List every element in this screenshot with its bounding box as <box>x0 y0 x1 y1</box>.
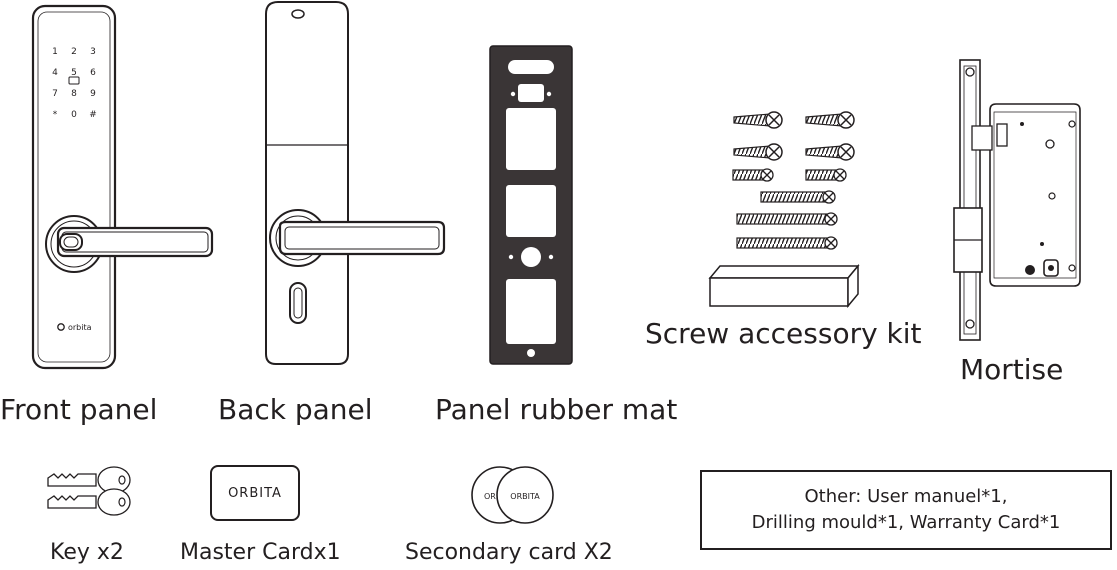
svg-text:orbita: orbita <box>68 323 92 332</box>
brand-logo: orbita <box>57 323 92 332</box>
short-screw-icon <box>733 111 783 129</box>
mortise-illustration <box>953 59 1081 341</box>
fingerprint-sensor-icon <box>59 233 83 251</box>
key-icon <box>47 488 131 516</box>
svg-text:OR: OR <box>484 492 496 501</box>
screw-kit-label: Screw accessory kit <box>645 317 922 350</box>
keys-illustration <box>47 466 131 516</box>
short-screw-icon <box>805 143 855 161</box>
keypad-key-7: 7 <box>52 89 58 99</box>
secondary-cards-illustration: OR ORBITA <box>471 466 554 524</box>
foam-block-icon <box>708 263 860 309</box>
long-bolt-icon <box>760 190 836 204</box>
mortise-label: Mortise <box>960 353 1064 386</box>
other-items-line-1: Other: User manuel*1, <box>804 485 1008 507</box>
short-screw-icon <box>733 143 783 161</box>
master-card-illustration: ORBITA <box>210 465 300 521</box>
keypad-key-6: 6 <box>90 68 96 78</box>
lever-handle <box>56 226 214 258</box>
rubber-mat-label: Panel rubber mat <box>435 393 678 426</box>
latch-bolt <box>971 123 1008 151</box>
front-panel-illustration: 1 2 3 4 5 6 7 8 9 * 0 # orbita <box>31 4 214 370</box>
secondary-card-label: Secondary card X2 <box>405 540 613 565</box>
front-panel-label: Front panel <box>0 393 158 426</box>
long-bolt-icon <box>736 212 838 226</box>
keypad-key-star: * <box>53 110 58 120</box>
master-card-label: Master Cardx1 <box>180 540 341 565</box>
long-bolt-icon <box>736 236 838 250</box>
short-screw-icon <box>805 111 855 129</box>
keypad-key-0: 0 <box>71 110 77 120</box>
cylinder-hole <box>1043 259 1059 277</box>
secondary-card-front: ORBITA <box>496 466 554 524</box>
card-reader-icon <box>68 76 80 85</box>
grub-screw-icon <box>732 168 774 182</box>
other-items-box: Other: User manuel*1, Drilling mould*1, … <box>700 470 1112 550</box>
rubber-mat-illustration <box>489 45 573 365</box>
dead-bolt <box>953 207 983 273</box>
back-lever-handle <box>278 220 446 256</box>
back-panel-label: Back panel <box>218 393 373 426</box>
key-label: Key x2 <box>50 540 124 565</box>
keypad-key-8: 8 <box>71 89 77 99</box>
keypad-key-9: 9 <box>90 89 96 99</box>
screw-kit-illustration <box>708 111 860 309</box>
keypad-key-hash: # <box>89 110 97 120</box>
keypad-key-5: 5 <box>71 68 77 78</box>
master-card-brand: ORBITA <box>228 485 282 501</box>
key-icon <box>47 466 131 494</box>
keypad-key-2: 2 <box>71 47 77 57</box>
keyhole-cover-icon <box>289 282 307 324</box>
back-panel-illustration <box>265 1 446 365</box>
other-items-line-2: Drilling mould*1, Warranty Card*1 <box>751 512 1061 533</box>
keypad-key-1: 1 <box>52 47 58 57</box>
keypad-key-4: 4 <box>52 68 58 78</box>
keypad-key-3: 3 <box>90 47 96 57</box>
grub-screw-icon <box>805 168 847 182</box>
svg-text:ORBITA: ORBITA <box>510 492 540 501</box>
